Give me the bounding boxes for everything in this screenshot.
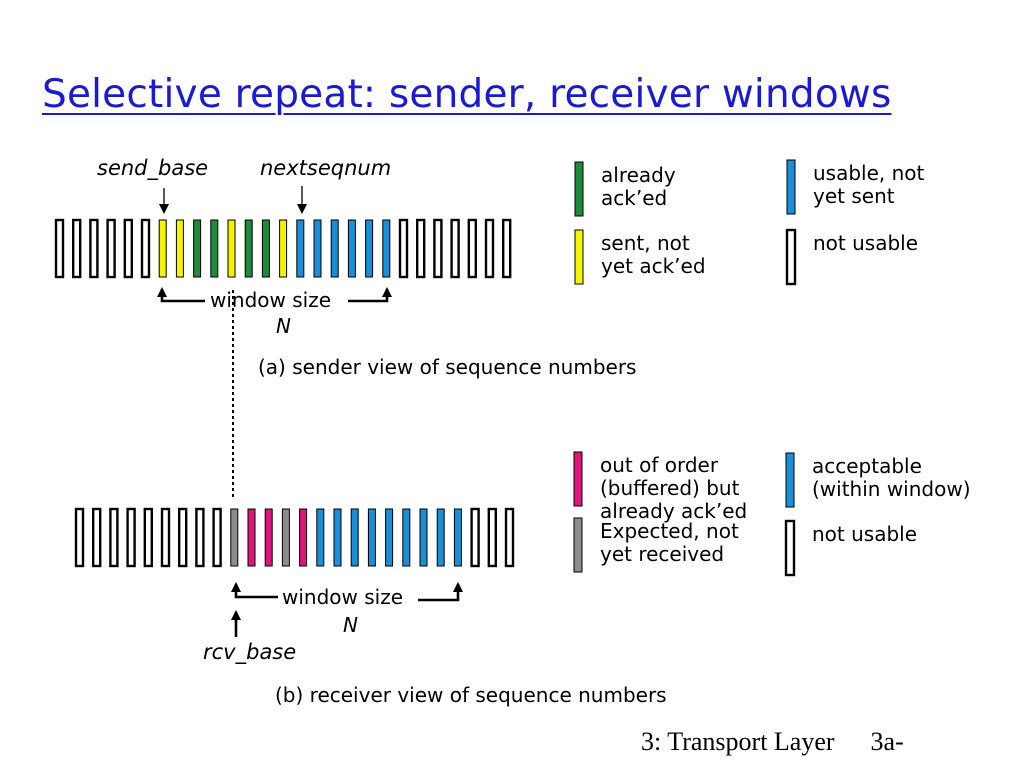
receiver-window-size-label: window size [282,585,403,609]
receiver-slot-not-usable [470,507,480,568]
sender-slot-not-usable [467,218,477,279]
receiver-slot-usable [367,508,376,567]
sender-slot-usable [313,219,322,278]
sender-slot-not-usable [484,218,495,279]
send-base-label: send_base [97,156,208,181]
legend-usable-not-sent-swatch [786,159,796,215]
legend-already-acked-swatch [574,161,584,217]
sender-slot-acked [193,219,202,278]
receiver-slot-expected [281,508,290,567]
legend-sent-not-acked-label-line-1: sent, not [601,231,690,255]
legend-already-acked-label-line-1: already [601,163,676,187]
sender-slot-usable [382,219,391,278]
receiver-slot-not-usable [504,507,515,568]
sender-slot-not-usable [398,218,409,279]
legend-acceptable-label-line-2: (within window) [812,477,971,501]
receiver-slot-not-usable [74,507,85,568]
receiver-slot-usable [333,508,342,567]
sender-slot-not-usable [416,218,426,279]
receiver-window-left-arrow [231,582,278,599]
legend-expected-not-received-label-line-1: Expected, not [600,519,739,543]
legend-receiver-not-usable-swatch [784,519,796,577]
receiver-slot-usable [350,508,359,567]
sender-slot-not-usable [502,218,512,279]
sender-slot-acked [261,219,270,278]
legend-sender-not-usable-label-line-1: not usable [813,231,918,255]
sender-slot-sent-not-acked [158,219,167,278]
legend-out-of-order-label-line-1: out of order [600,453,719,477]
sender-slot-not-usable [71,218,82,279]
receiver-slot-not-usable [143,507,154,568]
sender-window-n-label: N [276,314,291,338]
sender-sequence-slots [54,218,512,279]
receiver-slot-not-usable [109,507,119,568]
sender-window-left-arrow [157,287,205,303]
legend-sent-not-acked-label-line-2: yet ack’ed [601,254,706,278]
receiver-sequence-slots [74,507,515,568]
receiver-slot-not-usable [91,507,102,568]
sender-slot-not-usable [140,218,151,279]
sender-slot-acked [210,219,219,278]
receiver-slot-not-usable [177,507,188,568]
legend-out-of-order-swatch [573,451,583,507]
sender-slot-sent-not-acked [279,219,288,278]
legend-receiver-not-usable-label-line-1: not usable [812,522,917,546]
receiver-slot-expected [230,508,239,567]
sender-slot-not-usable [89,218,99,279]
rcv-base-label: rcv_base [203,640,296,665]
receiver-slot-not-usable [126,507,136,568]
sender-caption: (a) sender view of sequence numbers [258,355,636,379]
legend-sender-not-usable-swatch [785,228,797,286]
receiver-window-n-label: N [343,613,358,637]
receiver-slot-out-of-order [247,508,256,567]
page-title: Selective repeat: sender, receiver windo… [42,72,892,117]
receiver-slot-usable [453,508,462,567]
sender-slot-not-usable [123,218,134,279]
slide-footer: 3: Transport Layer 3a- [641,727,904,757]
receiver-slot-not-usable [160,507,171,568]
legend-out-of-order-label-line-2: (buffered) but [600,476,740,500]
sender-slot-usable [330,219,339,278]
sender-slot-not-usable [106,218,116,279]
sender-slot-not-usable [54,218,65,279]
footer-page-number: 3a- [870,727,904,756]
receiver-slot-out-of-order [264,508,273,567]
sender-slot-acked [244,219,253,278]
sender-window-right-arrow [348,287,392,303]
receiver-slot-usable [436,508,445,567]
sender-slot-usable [296,219,305,278]
receiver-slot-not-usable [212,507,222,568]
legend-usable-not-sent-label-line-2: yet sent [813,184,895,208]
sender-window-size-label: window size [210,288,331,312]
legend-sent-not-acked-swatch [574,229,584,285]
receiver-slot-usable [385,508,394,567]
sender-slot-usable [347,219,356,278]
receiver-slot-usable [419,508,428,567]
legend-expected-not-received-label-line-2: yet received [600,542,724,566]
sender-slot-not-usable [433,218,443,279]
receiver-caption: (b) receiver view of sequence numbers [275,683,667,707]
legend-expected-not-received-swatch [573,517,583,573]
footer-section: 3: Transport Layer [641,727,835,756]
legend-acceptable-swatch [785,452,795,508]
receiver-slot-usable [402,508,411,567]
sender-slot-sent-not-acked [175,219,184,278]
sender-slot-not-usable [450,218,460,279]
legend-out-of-order-label-line-3: already ack’ed [600,499,747,523]
receiver-window-right-arrow [418,582,463,602]
legend-acceptable-label-line-1: acceptable [812,454,922,478]
sender-slot-sent-not-acked [227,219,236,278]
legend-usable-not-sent-label-line-1: usable, not [813,161,925,185]
receiver-slot-not-usable [487,507,497,568]
legend-already-acked-label-line-2: ack’ed [601,186,667,210]
nextseqnum-label: nextseqnum [260,156,391,180]
sender-slot-usable [365,219,374,278]
receiver-slot-usable [316,508,325,567]
receiver-slot-not-usable [195,507,205,568]
receiver-slot-out-of-order [299,508,308,567]
